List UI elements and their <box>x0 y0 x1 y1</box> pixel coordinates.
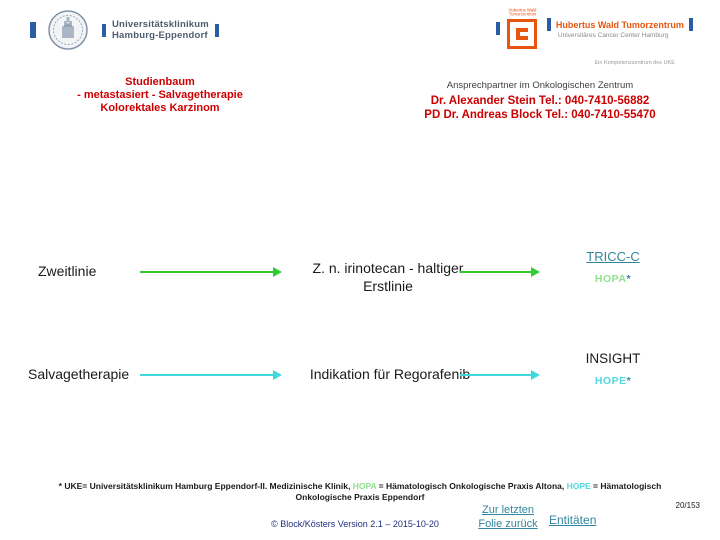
ucch-subtitle: Universitäres Cancer Center Hamburg <box>557 32 669 39</box>
site-asterisk: * <box>626 273 632 285</box>
condition-salvagetherapie: Indikation für Regorafenib <box>309 366 471 382</box>
logo-bar-icon <box>214 23 219 37</box>
footnote-hope: HOPE <box>566 481 591 491</box>
study-link-tricc-c[interactable]: TRICC-C <box>586 249 640 264</box>
ucch-mini-line1: Hubertus Wald <box>508 7 537 13</box>
footnote-hopa: HOPA <box>352 481 377 491</box>
arrow-right-icon <box>460 370 540 380</box>
ucch-square-c-icon <box>507 19 538 49</box>
logo-bar-icon <box>102 23 106 37</box>
page-number: 20/153 <box>675 501 700 510</box>
contact-heading: Ansprechpartner im Onkologischen Zentrum <box>446 80 634 91</box>
condition-zweitlinie: Z. n. irinotecan - haltiger Erstlinie <box>288 259 488 295</box>
site-asterisk: * <box>626 375 632 387</box>
site-label-hopa: HOPA* <box>594 273 632 285</box>
ucch-tagline: Ein Kompetenzzentrum des UKE <box>594 60 675 66</box>
slide-title: Studienbaum - metastasiert - Salvagether… <box>20 76 300 115</box>
stage-label-zweitlinie: Zweitlinie <box>38 263 97 279</box>
study-box-tricc-c: TRICC-C HOPA* <box>553 249 673 285</box>
uke-logo-line2: Hamburg-Eppendorf <box>112 30 208 41</box>
copyright-line: © Block/Kösters Version 2.1 – 2015-10-20 <box>271 519 439 529</box>
slide-title-line1: Studienbaum <box>125 76 195 88</box>
ucch-mini-line2: Tumorzentrum <box>508 12 537 18</box>
arrow-right-icon <box>460 267 540 277</box>
ucch-title: Hubertus Wald Tumorzentrum <box>555 19 684 30</box>
logo-bar-icon <box>496 22 500 35</box>
contact-line1: Dr. Alexander Stein Tel.: 040-7410-56882 <box>430 95 650 107</box>
condition-line2: Erstlinie <box>363 278 413 294</box>
uke-logo: Universitätsklinikum Hamburg-Eppendorf <box>30 10 219 50</box>
uke-logo-line1: Universitätsklinikum <box>112 19 209 30</box>
back-to-last-slide-link[interactable]: Zur letzten Folie zurück <box>478 504 538 530</box>
footnote-line2: Onkologische Praxis Eppendorf <box>295 492 425 502</box>
contact-block: Ansprechpartner im Onkologischen Zentrum… <box>378 80 702 122</box>
ucch-logo: Hubertus Wald Tumorzentrum Hubertus Wald… <box>496 7 693 66</box>
study-label-insight: INSIGHT <box>585 351 641 366</box>
site-label-hope: HOPE* <box>594 375 632 387</box>
stage-label-salvagetherapie: Salvagetherapie <box>28 366 130 382</box>
footnote: * UKE= Universitätsklinikum Hamburg Eppe… <box>40 481 680 503</box>
entities-link[interactable]: Entitäten <box>549 513 597 527</box>
slide-title-line2: - metastasiert - Salvagetherapie <box>77 89 243 101</box>
contact-line2: PD Dr. Andreas Block Tel.: 040-7410-5547… <box>424 109 656 121</box>
arrow-right-icon <box>140 370 282 380</box>
logo-bar-icon <box>546 18 551 31</box>
university-crest-icon <box>48 10 88 50</box>
footnote-line1: * UKE= Universitätsklinikum Hamburg Eppe… <box>58 481 662 491</box>
logo-bar-icon <box>688 18 693 31</box>
study-box-insight: INSIGHT HOPE* <box>553 351 673 387</box>
logo-bar-icon <box>30 22 36 38</box>
condition-line1: Z. n. irinotecan - haltiger <box>312 260 464 276</box>
arrow-right-icon <box>140 267 282 277</box>
slide-title-line3: Kolorektales Karzinom <box>100 102 220 114</box>
